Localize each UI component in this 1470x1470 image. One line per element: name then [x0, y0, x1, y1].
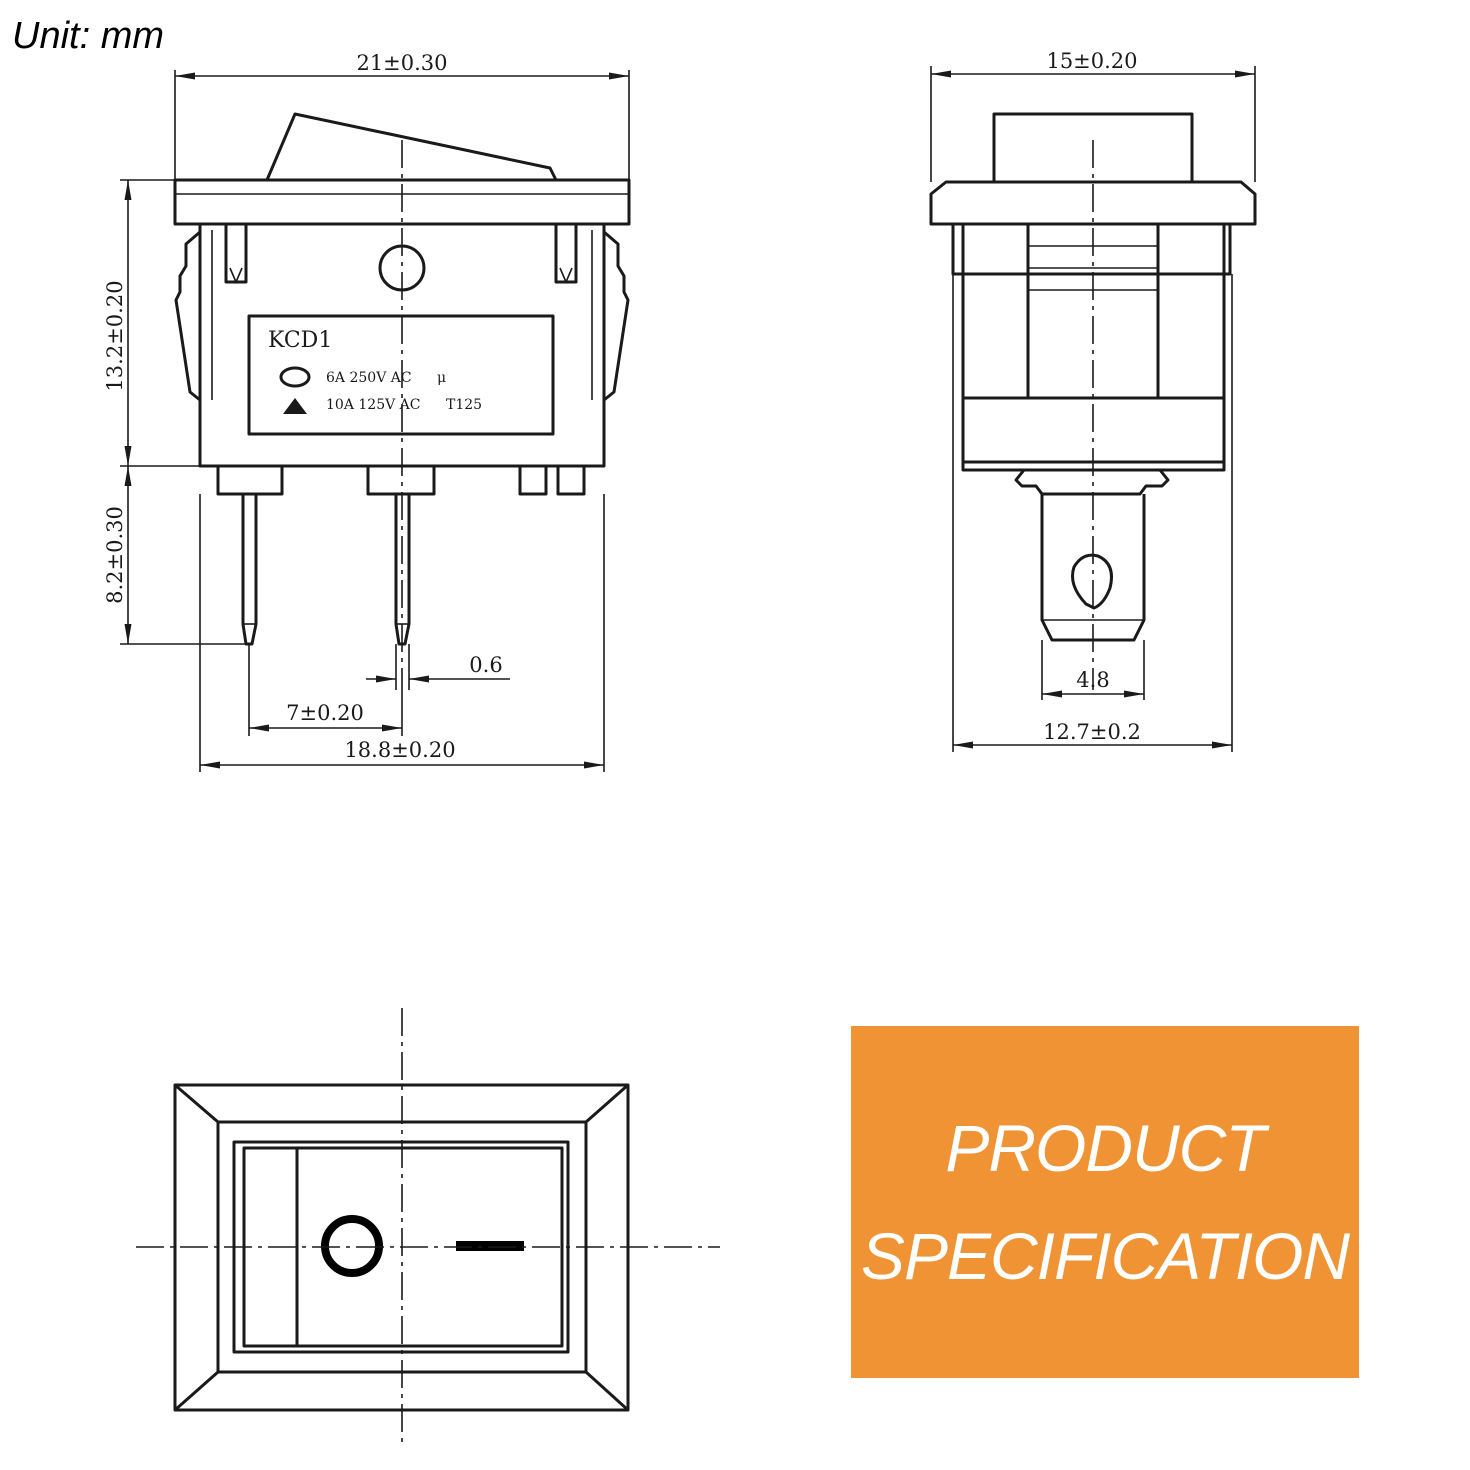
- dim-pin-length: 8.2±0.30: [103, 506, 127, 604]
- dim-body-width: 18.8±0.20: [344, 738, 455, 762]
- ccc-mark-icon: [279, 366, 311, 388]
- warning-triangle-icon: [283, 398, 307, 414]
- latch-left: [174, 230, 201, 402]
- unit-label: Unit: mm: [12, 15, 164, 57]
- banner-line-2: SPECIFICATION: [860, 1219, 1350, 1293]
- side-view: KCD1 6A 250V AC μ 10A 125V AC T125 21±0.…: [103, 51, 631, 772]
- rating-2-mark: T125: [446, 397, 482, 413]
- banner-line-1: PRODUCT: [945, 1111, 1265, 1185]
- rating-2: 10A 125V AC: [326, 397, 420, 413]
- dim-front-body-width: 12.7±0.2: [1043, 720, 1141, 744]
- dim-pin-thickness: 0.6: [469, 653, 502, 677]
- pin-left: [241, 494, 258, 646]
- dim-pin-pitch: 7±0.20: [286, 701, 364, 725]
- rocker-actuator: [265, 112, 558, 181]
- dim-terminal-width: 4.8: [1076, 668, 1109, 692]
- dim-width-top: 21±0.30: [356, 51, 447, 75]
- product-specification-banner: PRODUCT SPECIFICATION: [851, 1026, 1359, 1378]
- rating-1-mark: μ: [437, 370, 446, 386]
- model-label: KCD1: [268, 328, 332, 353]
- top-view: [136, 1008, 720, 1448]
- on-symbol-icon: [456, 1241, 524, 1251]
- off-symbol-icon: [321, 1215, 383, 1277]
- latch-right: [603, 230, 630, 402]
- terminal-hole: [1071, 553, 1113, 610]
- rating-1: 6A 250V AC: [326, 370, 412, 386]
- front-view: 15±0.20 4.8 12.7±0.2: [929, 49, 1257, 752]
- front-bezel: [929, 180, 1257, 226]
- dim-front-width-top: 15±0.20: [1046, 49, 1137, 73]
- dim-body-height: 13.2±0.20: [103, 280, 127, 391]
- label-plate: [247, 314, 555, 436]
- bezel: [173, 178, 631, 226]
